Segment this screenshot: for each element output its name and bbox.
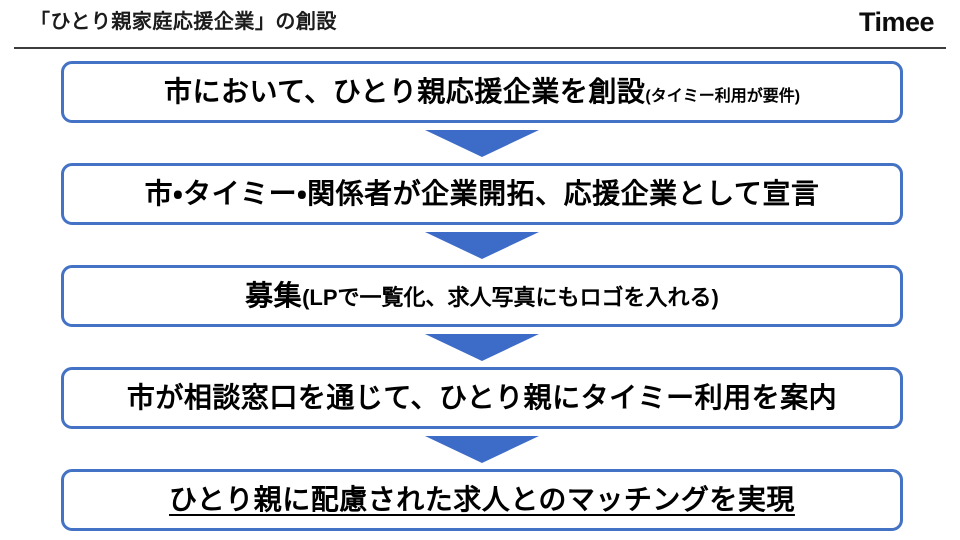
down-arrow-icon	[425, 435, 539, 463]
header-divider	[14, 47, 946, 49]
flow-step-text: 市が相談窓口を通じて、ひとり親にタイミー利用を案内	[126, 382, 838, 413]
arrow-row	[61, 225, 903, 265]
flow-step-text: 募集	[245, 280, 303, 311]
flow-step-box: 市が相談窓口を通じて、ひとり親にタイミー利用を案内	[61, 367, 903, 429]
down-arrow-icon	[425, 231, 539, 259]
timee-logo: Timee	[858, 7, 935, 37]
flow-step-text: 市において、ひとり親応援企業を創設	[163, 76, 646, 107]
arrow-row	[61, 327, 903, 367]
flow-step-text: 市・タイミー・関係者が企業開拓、応援企業として宣言	[144, 178, 820, 209]
flow-step-note: (タイミー利用が要件)	[645, 88, 801, 105]
flow-step-note: (LPで一覧化、求人写真にもロゴを入れる)	[302, 285, 719, 310]
header: 「ひとり親家庭応援企業」の創設 Timee	[30, 7, 935, 38]
flow-step-box: ひとり親に配慮された求人とのマッチングを実現	[61, 469, 903, 531]
down-arrow-icon	[425, 333, 539, 361]
page-title: 「ひとり親家庭応援企業」の創設	[30, 11, 337, 33]
flow-step-text: ひとり親に配慮された求人とのマッチングを実現	[169, 484, 795, 515]
arrow-row	[61, 429, 903, 469]
arrow-row	[61, 123, 903, 163]
flow-step-box: 市・タイミー・関係者が企業開拓、応援企業として宣言	[61, 163, 903, 225]
flow-step-box: 募集(LPで一覧化、求人写真にもロゴを入れる)	[61, 265, 903, 327]
down-arrow-icon	[425, 129, 539, 157]
flow-step-box: 市において、ひとり親応援企業を創設(タイミー利用が要件)	[61, 61, 903, 123]
flow-diagram: 市において、ひとり親応援企業を創設(タイミー利用が要件) 市・タイミー・関係者が企…	[61, 61, 903, 531]
